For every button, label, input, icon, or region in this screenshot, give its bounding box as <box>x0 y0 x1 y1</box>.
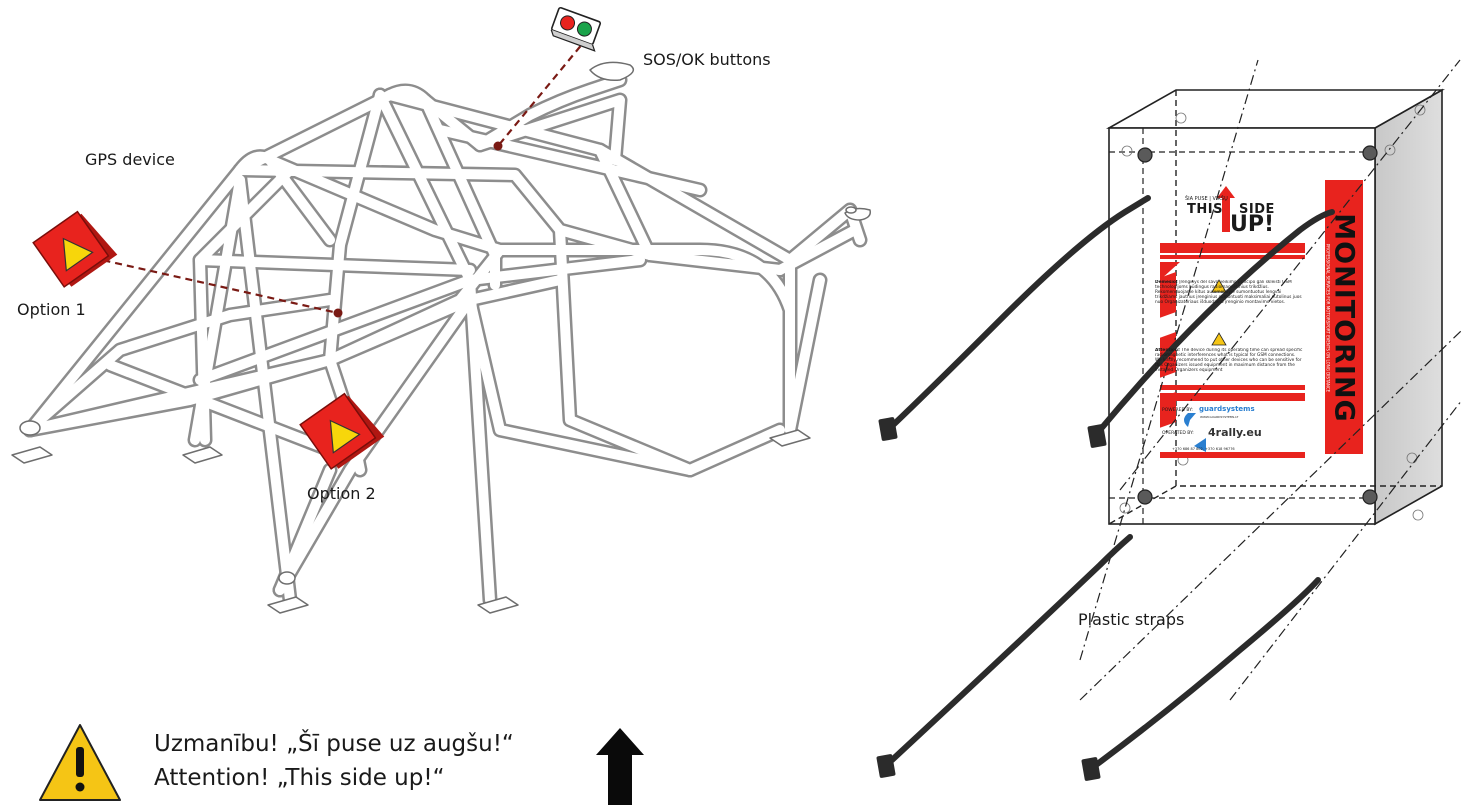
plastic-straps <box>876 195 1335 781</box>
strap-3 <box>889 534 1133 763</box>
sticker-en-warning: Attention! The device during its operati… <box>1155 348 1303 373</box>
strap-1 <box>887 195 1151 431</box>
sticker-this: THIS <box>1187 202 1223 217</box>
sticker-powered-by: POWERED BY: <box>1162 408 1193 413</box>
connector-lines <box>79 36 589 315</box>
gps-device-box <box>1105 88 1446 526</box>
strap-2 <box>1097 209 1335 433</box>
sticker-up: UP! <box>1230 212 1275 237</box>
sticker-monitoring-banner: MONITORING <box>1328 213 1360 423</box>
warning-text-lv: Uzmanību! „Šī puse uz augšu!“ <box>154 731 514 757</box>
warning-triangle-icon <box>39 724 121 801</box>
gps-device-option2-icon <box>299 392 385 470</box>
option1-mount-point <box>333 308 343 318</box>
sticker-lt-warning: Dėmesio! Įrenginys dėl savo veikimo prin… <box>1155 280 1302 305</box>
roll-cage-drawing <box>11 61 872 614</box>
gps-device-option1-icon <box>32 210 118 288</box>
sos-ok-label: SOS/OK buttons <box>643 50 771 69</box>
4rally-logo-icon <box>1194 438 1206 452</box>
up-arrow-icon <box>596 728 644 805</box>
sticker-operated-by: OPERATED BY: <box>1162 431 1194 436</box>
warning-text-en: Attention! „This side up!“ <box>154 765 445 791</box>
sticker-phones: +370 686 87 802, +370 618 96776 <box>1172 447 1235 451</box>
sticker-monitoring-sub: PROFESSIONAL SERVICES FOR MOTORSPORT EVE… <box>1325 243 1331 393</box>
strap-guide-lines <box>1079 59 1463 701</box>
sticker-powered-brand: guardsystems <box>1199 405 1255 413</box>
sticker-warning-icon-2 <box>1211 332 1227 346</box>
gps-device-label: GPS device <box>85 150 175 169</box>
sos-ok-device-icon <box>550 6 602 52</box>
sticker-side: SIDE <box>1239 202 1275 217</box>
sticker-powered-url: WWW.GUARDSYSTEMS.LT <box>1200 415 1239 419</box>
guardsystems-logo-icon <box>1184 413 1196 427</box>
sos-mount-point <box>493 141 503 151</box>
option1-label: Option 1 <box>17 300 86 319</box>
sticker-warning-icon <box>1211 279 1227 293</box>
device-up-arrow-icon <box>1217 186 1235 232</box>
sticker-side-lt: ŠIA PUSE | VIRŠŲ <box>1185 196 1228 202</box>
plastic-straps-label: Plastic straps <box>1078 610 1185 629</box>
strap-4 <box>1093 577 1321 768</box>
sticker-operated-brand: 4rally.eu <box>1208 426 1262 439</box>
option1-connector-line <box>79 253 339 315</box>
option2-label: Option 2 <box>307 484 376 503</box>
